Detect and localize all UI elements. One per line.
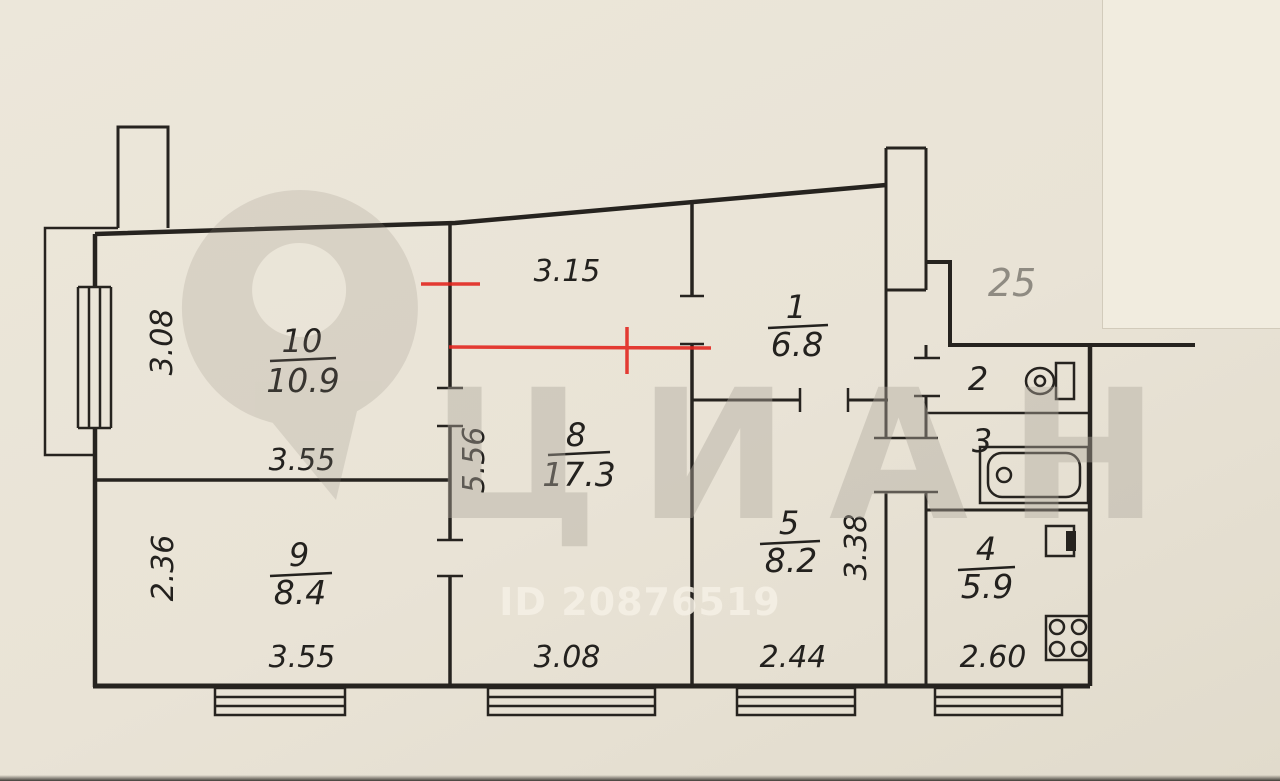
room-9-area: 8.4 (274, 573, 326, 612)
dim-room8-top: 3.15 (534, 254, 601, 289)
room-5-label: 5 8.2 (759, 504, 821, 580)
red-line-long (448, 345, 712, 350)
photo-bottom-shadow (0, 775, 1280, 781)
dim-kitchen-bottom: 2.60 (960, 640, 1027, 675)
dim-room9-bottom: 3.55 (269, 640, 336, 675)
dim-room8-left: 5.56 (457, 427, 492, 494)
room-1-number: 1 (786, 288, 806, 326)
door-ticks-duct-passage (874, 436, 938, 494)
room-10-label: 10 10.9 (266, 322, 339, 400)
door-ticks-room10 (437, 386, 463, 428)
window-room8 (486, 686, 657, 717)
room-4-label: 4 5.9 (957, 530, 1016, 606)
room-5-area: 8.2 (765, 541, 817, 580)
room-4-number: 4 (976, 530, 996, 568)
watermark-brand: ЦИАН (431, 352, 1199, 561)
room-1-label: 1 6.8 (767, 288, 829, 364)
wall-outer-top (94, 182, 887, 237)
left-window (76, 285, 113, 430)
room-3-label: 3 (972, 422, 992, 460)
dim-room10-bottom: 3.55 (269, 443, 336, 478)
background-sheet-edge (1102, 0, 1280, 329)
door-ticks-toilet (914, 356, 940, 398)
stove-icon (1044, 614, 1092, 662)
bathtub-icon (978, 445, 1090, 505)
room-10-area: 10.9 (266, 361, 339, 400)
room-8-number: 8 (566, 416, 586, 454)
watermark-id: ID 20876519 (499, 580, 780, 624)
room-8-label: 8 17.3 (542, 416, 615, 494)
bottom-windows (213, 686, 1064, 717)
room-4-area: 5.9 (961, 567, 1013, 606)
toilet-icon (1024, 361, 1076, 401)
sink-icon (1044, 524, 1076, 558)
watermark: ЦИАН ID 20876519 25 (181, 190, 1199, 624)
map-pin-icon (181, 190, 418, 500)
dim-room9-left: 2.36 (146, 535, 181, 602)
window-kitchen (933, 686, 1064, 717)
balcony-outline (43, 226, 118, 457)
room-3-number: 3 (972, 422, 992, 460)
dim-room10-left: 3.08 (145, 309, 180, 376)
red-markup-lines (421, 282, 712, 374)
dim-room5-bottom: 2.44 (760, 640, 827, 675)
door-ticks-room5 (798, 388, 850, 412)
room-10-number: 10 (282, 322, 323, 360)
room-5-number: 5 (779, 504, 799, 542)
fixture-icons (978, 361, 1092, 662)
room-2-label: 2 (968, 360, 988, 398)
door-ticks-room9 (437, 538, 463, 578)
room-9-label: 9 8.4 (269, 536, 333, 612)
dim-room5-right: 3.38 (839, 514, 874, 581)
wall-outer-top-right (926, 260, 1195, 347)
dim-room8-bottom: 3.08 (534, 640, 601, 675)
window-room5 (735, 686, 857, 717)
room-2-number: 2 (968, 360, 988, 398)
walls-interior (95, 125, 1090, 687)
watermark-corner-note: 25 (988, 261, 1036, 305)
room-8-area: 17.3 (542, 455, 615, 494)
vent-shaft-top-right (886, 146, 928, 292)
vent-shaft-top-left (116, 125, 170, 228)
room-1-area: 6.8 (771, 325, 823, 364)
thin-lines-doors-balcony (43, 226, 940, 578)
window-room9 (213, 686, 347, 717)
room-9-number: 9 (289, 536, 309, 574)
door-ticks-room8-hall (680, 294, 704, 346)
